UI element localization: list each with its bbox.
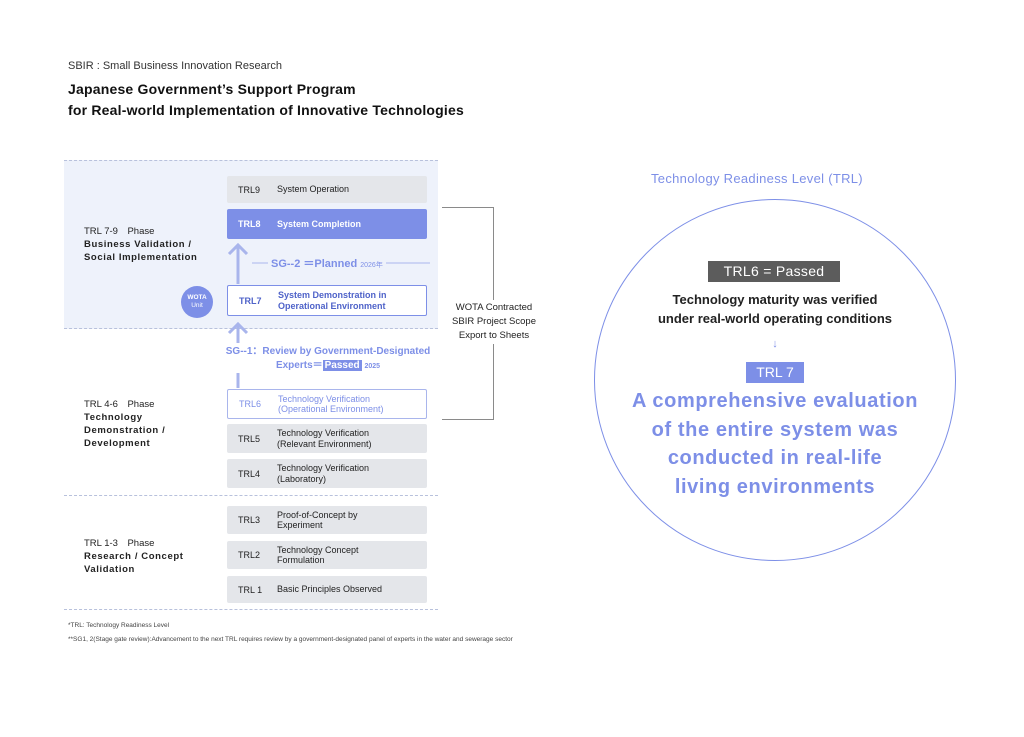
down-arrow-icon: ↓ — [772, 338, 778, 350]
evaluation-statement: A comprehensive evaluation of the entire… — [631, 390, 919, 498]
phase-label-trl7-9: TRL 7-9 Phase Business Validation / Soci… — [84, 226, 198, 263]
arrow-head-sg2 — [227, 242, 249, 256]
footnote-trl: *TRL: Technology Readiness Level — [68, 622, 170, 629]
sg1-passed-badge: Passed — [322, 360, 362, 371]
trl6-passed-tag: TRL6 = Passed — [708, 261, 840, 282]
progress-arrows — [227, 242, 249, 388]
trl-heading: Technology Readiness Level (TRL) — [651, 171, 863, 186]
diagram-bottom-divider — [64, 609, 438, 610]
verification-statement: Technology maturity was verified under r… — [657, 292, 892, 326]
trl-circle — [594, 199, 956, 561]
page-title: Japanese Government’s Support Program fo… — [68, 79, 464, 121]
arrow-head-sg1 — [227, 321, 249, 335]
footnote-stage-gate: **SG1, 2(Stage gate review):Advancement … — [68, 636, 513, 643]
title-line-2: for Real-world Implementation of Innovat… — [68, 102, 464, 118]
trl7-tag: TRL 7 — [746, 362, 804, 383]
title-line-1: Japanese Government’s Support Program — [68, 81, 356, 97]
phase-divider — [64, 495, 438, 496]
stage-gate-1: SG--1：Review by Government-Designated Ex… — [225, 346, 431, 371]
subtitle: SBIR : Small Business Innovation Researc… — [68, 60, 282, 72]
phase-label-trl1-3: TRL 1-3 Phase Research / Concept Validat… — [84, 538, 184, 575]
wota-unit-badge: WOTA Unit — [181, 286, 213, 318]
project-scope-label: WOTA Contracted SBIR Project Scope Expor… — [446, 300, 542, 344]
phase-label-trl4-6: TRL 4-6 Phase Technology Demonstration /… — [84, 399, 166, 449]
stage-gate-2: SG--2 ＝Planned 2026年 — [268, 255, 386, 271]
